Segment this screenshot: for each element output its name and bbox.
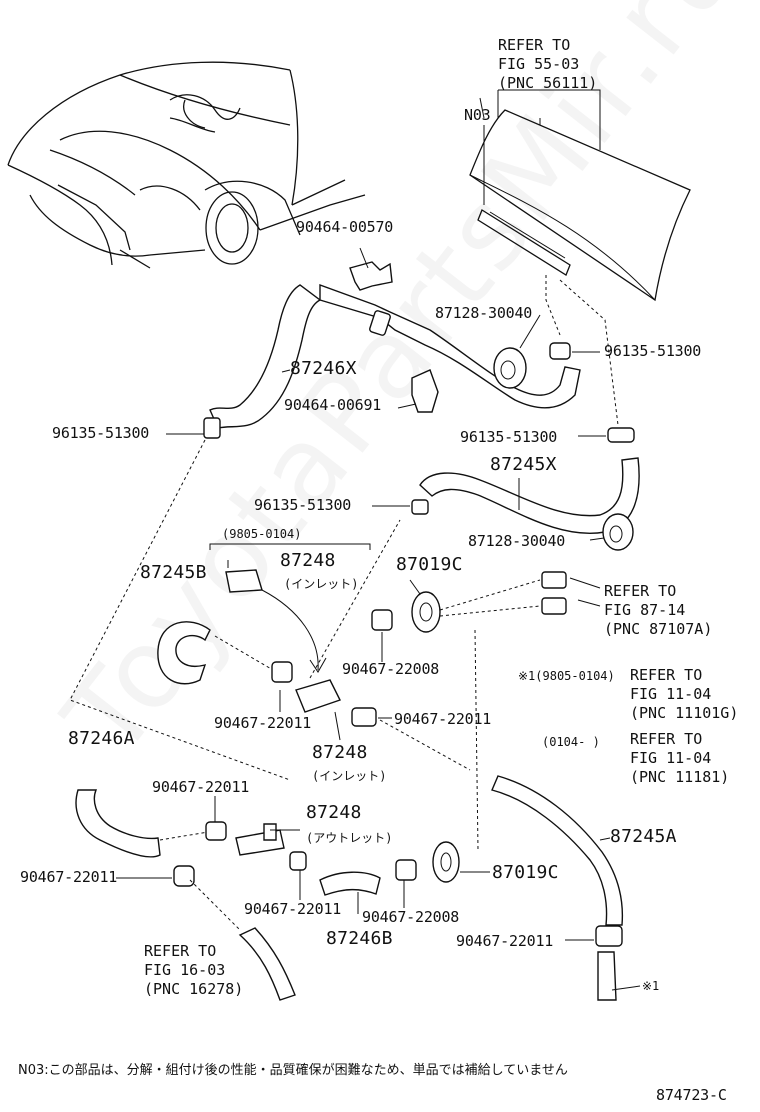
pipe-fig87-b [541,597,567,615]
label-inlet-a: (インレット) [284,577,359,591]
ref-fig-55-03: REFER TO FIG 55-03 (PNC 56111) [498,36,598,92]
label-87019c-top: 87019C [396,554,463,575]
clamp-90467-22011-br [595,925,623,947]
label-90467-22011-upper: 90467-22011 [152,778,250,796]
grommet-87019c-top [411,591,441,633]
label-87248-b: 87248 [312,742,368,763]
label-90467-22011-far-left: 90467-22011 [20,868,118,886]
leader-lines [116,97,641,991]
clamp-96135-mid-right [607,427,635,443]
label-90464-00691: 90464-00691 [284,396,382,414]
label-87019c-bottom: 87019C [492,862,559,883]
label-outlet-c: (アウトレット) [306,831,393,845]
grommet-87128-bottom [602,513,634,551]
clamp-90467-22008-top [371,609,393,631]
diagram-id: 874723-C [656,1086,727,1104]
label-inlet-b: (インレット) [312,769,387,783]
ref-fig-87-14: REFER TO FIG 87-14 (PNC 87107A) [604,582,713,638]
label-87245b: 87245B [140,562,207,583]
clamp-90467-22011-upper [205,821,227,841]
label-96135-51300-center: 96135-51300 [254,496,352,514]
label-90467-22011-bottom: 90467-22011 [244,900,342,918]
label-90467-22011-br: 90467-22011 [456,932,554,950]
hose-87246x [203,284,581,439]
label-90467-22008-top: 90467-22008 [342,660,440,678]
label-90467-22008-bottom: 90467-22008 [362,908,460,926]
label-87128-30040-top: 87128-30040 [435,304,533,322]
clip-90464-00691 [411,369,439,413]
clamp-90467-22011-right [351,707,377,727]
label-87245x: 87245X [490,454,557,475]
label-date-9805-0104: (9805-0104) [222,527,302,541]
label-87248-c: 87248 [306,802,362,823]
label-90464-00570: 90464-00570 [296,218,394,236]
hose-87245a [491,775,624,926]
label-90467-22011-left: 90467-22011 [214,714,312,732]
clamp-96135-right [549,342,571,360]
clamp-90467-22008-bottom [395,859,417,881]
label-87246b: 87246B [326,928,393,949]
label-star1-date: ※1(9805-0104) [518,669,615,683]
ref-fig-16-03: REFER TO FIG 16-03 (PNC 16278) [144,942,244,998]
hose-87246b [319,871,381,896]
hose-87246a [75,789,161,858]
label-87128-30040-bottom: 87128-30040 [468,532,566,550]
label-star1: ※1 [642,979,660,993]
clamp-90467-22011-mid [289,851,307,871]
hose-87245b [157,621,211,685]
label-96135-51300-left: 96135-51300 [52,424,150,442]
label-n03: N03 [464,106,491,124]
label-date-0104: (0104- ) [542,735,600,749]
pipe-87248-inlet-a [225,569,263,593]
label-87246x: 87246X [290,358,357,379]
pipe-fig87-a [541,571,567,589]
ref-fig-11-04-b: REFER TO FIG 11-04 (PNC 11181) [630,730,730,786]
clip-90464-00570 [349,261,393,291]
grommet-87019c-bottom [432,841,460,883]
clamp-96135-center [411,499,429,515]
label-96135-51300-right: 96135-51300 [604,342,702,360]
pipe-87248-inlet-b [295,679,341,713]
ref-fig-11-04-a: REFER TO FIG 11-04 (PNC 11101G) [630,666,739,722]
label-87246a: 87246A [68,728,135,749]
label-90467-22011-right: 90467-22011 [394,710,492,728]
label-96135-51300-mid-right: 96135-51300 [460,428,558,446]
windshield-illustration [469,89,691,426]
car-illustration [7,61,366,269]
pipe-star1 [597,951,617,1001]
label-87248-a: 87248 [280,550,336,571]
clamp-90467-22011-left [271,661,293,683]
footnote-n03: N03:この部品は、分解・組付け後の性能・品質確保が困難なため、単品では補給して… [18,1063,568,1078]
pipe-87248-outlet [235,829,285,856]
pipe-fig16 [238,927,296,1001]
label-87245a: 87245A [610,826,677,847]
grommet-87128-top [493,347,527,389]
clamp-90467-22011-far-left [173,865,195,887]
